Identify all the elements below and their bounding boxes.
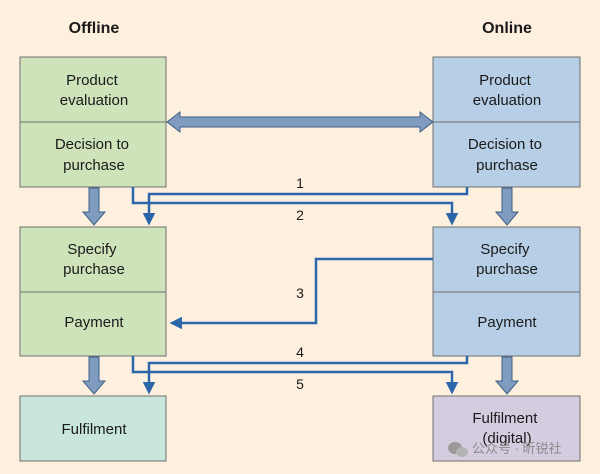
path-1-line: [142, 187, 469, 226]
path-1-number: 1: [296, 175, 304, 191]
wechat-icon: [448, 442, 468, 457]
online-decision-label: Decision to purchase: [468, 136, 546, 174]
path-2-number: 2: [296, 207, 304, 223]
offline-fulfilment-box: Fulfilment: [19, 395, 167, 462]
path-3-number: 3: [296, 285, 304, 301]
offline-fulfilment-label: Fulfilment: [61, 421, 127, 438]
online-product-evaluation-label: Product evaluation: [473, 72, 541, 109]
path-5-line: [131, 356, 459, 395]
online-middle-box: Specify purchase Payment: [432, 226, 581, 357]
path-2-line: [131, 187, 459, 226]
offline-top-box: Product evaluation Decision to purchase: [19, 56, 167, 188]
online-fulfilment-label: Fulfilment (digital): [472, 410, 541, 447]
offline-payment-label: Payment: [64, 314, 124, 331]
watermark: 公众号 · 昕锐社: [448, 441, 562, 457]
path-4-line: [142, 356, 469, 395]
down-arrow-icon: [494, 187, 520, 226]
offline-product-evaluation-label: Product evaluation: [60, 72, 128, 109]
online-specify-purchase-label: Specify purchase: [476, 241, 538, 278]
online-top-box: Product evaluation Decision to purchase: [432, 56, 581, 188]
path-3-line: [169, 257, 433, 330]
online-header: Online: [482, 20, 532, 37]
down-arrow-icon: [494, 356, 520, 395]
down-arrow-icon: [81, 187, 107, 226]
online-payment-label: Payment: [477, 314, 537, 331]
offline-header: Offline: [69, 20, 120, 37]
offline-middle-box: Specify purchase Payment: [19, 226, 167, 357]
path-4-number: 4: [296, 344, 304, 360]
double-arrow-icon: [166, 110, 434, 134]
offline-specify-purchase-label: Specify purchase: [63, 241, 125, 278]
down-arrow-icon: [81, 356, 107, 395]
path-5-number: 5: [296, 376, 304, 392]
watermark-text: 公众号 · 昕锐社: [472, 441, 562, 456]
offline-decision-label: Decision to purchase: [55, 136, 133, 174]
